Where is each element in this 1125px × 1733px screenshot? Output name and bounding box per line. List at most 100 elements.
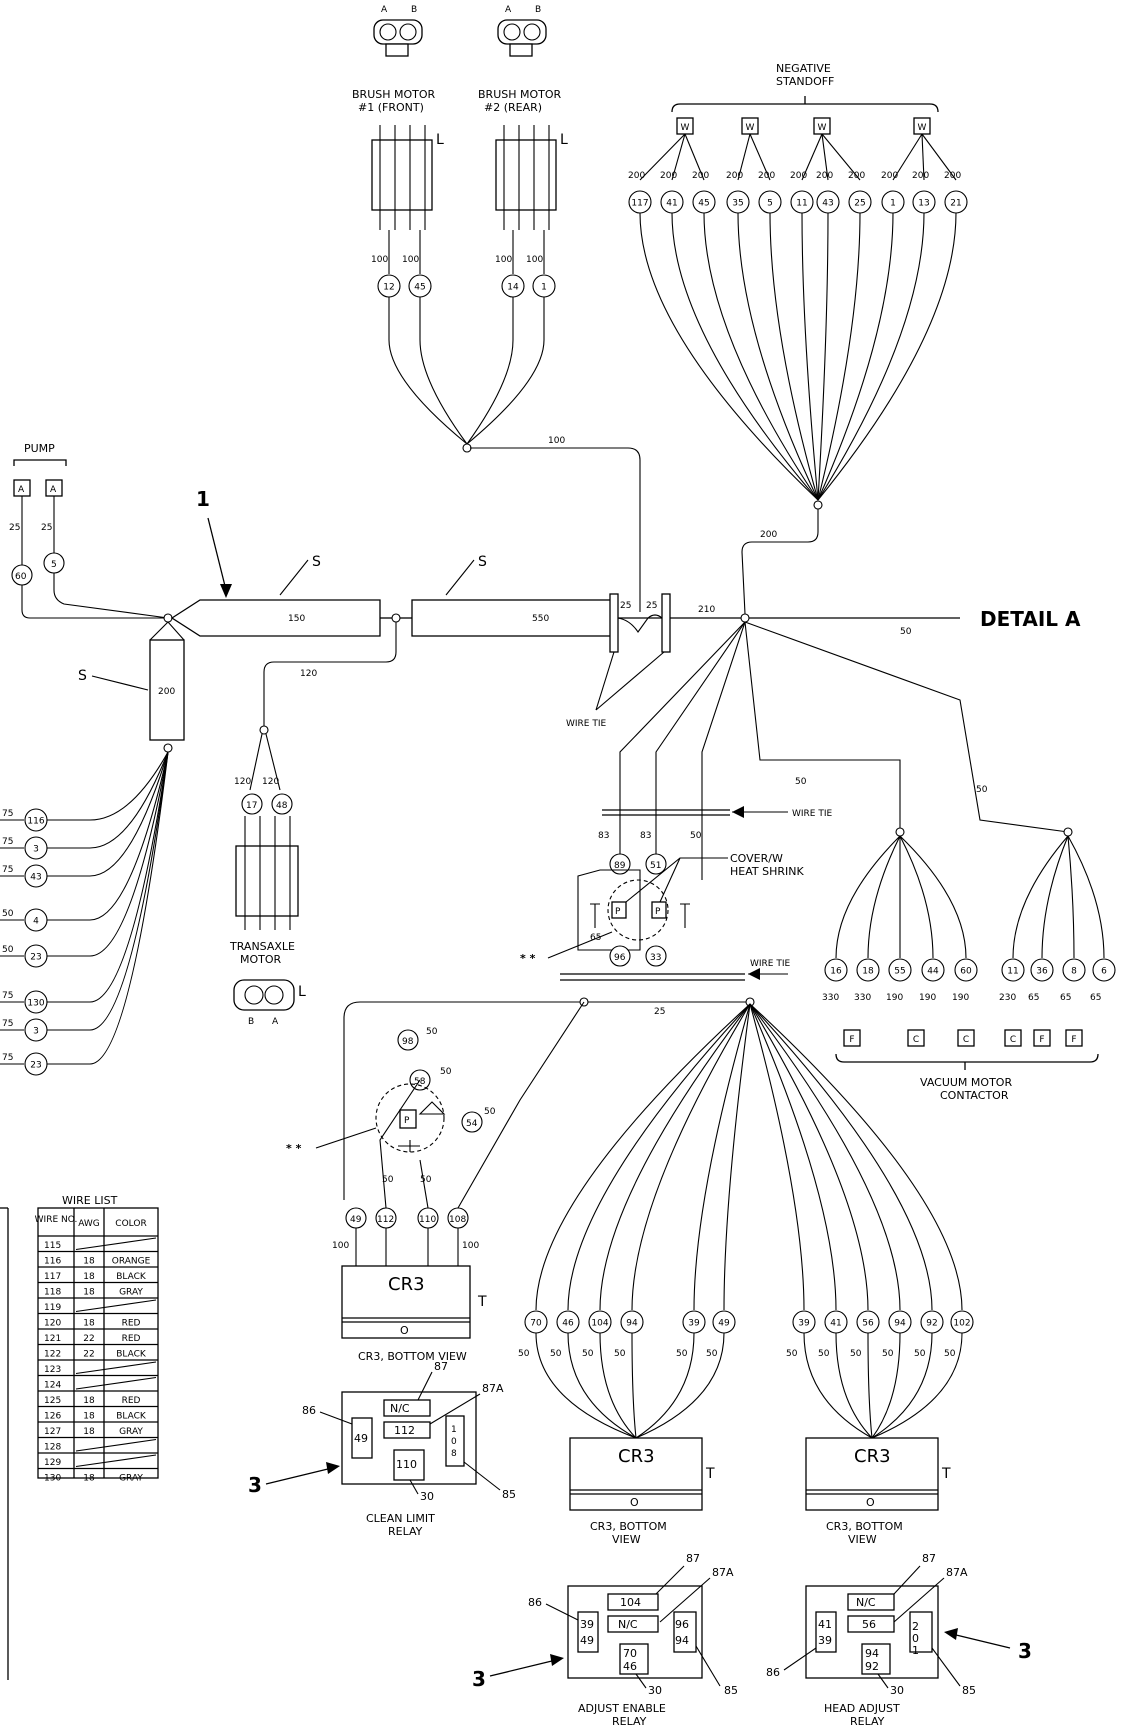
wire-tie-label-3: WIRE TIE: [750, 959, 791, 969]
wire-length: 50: [914, 1349, 926, 1359]
table-cell-awg: 22: [83, 1334, 94, 1344]
svg-text:50: 50: [484, 1107, 496, 1117]
svg-text:94: 94: [865, 1647, 879, 1660]
wire-21-label: 21: [950, 199, 961, 209]
wire-tie-label-2: WIRE TIE: [792, 809, 833, 819]
svg-text:56: 56: [862, 1618, 876, 1631]
wire-length: 65: [1060, 993, 1071, 1003]
wire-length: 200: [726, 171, 743, 181]
wire-8: [1062, 958, 1086, 982]
cr3-b-label: CR3, BOTTOM: [826, 1520, 903, 1533]
svg-text:200: 200: [158, 687, 175, 697]
wire-16-label: 16: [830, 967, 842, 977]
svg-text:L: L: [560, 132, 568, 148]
wire-length: 200: [848, 171, 865, 181]
header-awg: AWG: [78, 1219, 100, 1229]
wire-117-label: 117: [631, 199, 648, 209]
cr3-wire: [749, 1003, 805, 1311]
wire-8-label: 8: [1071, 967, 1077, 977]
wire-39-label: 39: [798, 1319, 810, 1329]
wire-56-label: 56: [862, 1319, 874, 1329]
table-cell-awg: 18: [83, 1474, 95, 1484]
vac-wire: [1012, 835, 1069, 959]
contactor-terminal-label: F: [1071, 1035, 1076, 1045]
svg-text:50: 50: [426, 1027, 438, 1037]
table-cell-color: GRAY: [119, 1474, 143, 1484]
head-adjust-label: HEAD ADJUST: [824, 1702, 900, 1715]
svg-text:P: P: [404, 1116, 410, 1126]
table-empty-slash: [75, 1237, 157, 1251]
callout-3-mid: 3: [472, 1667, 486, 1691]
wire-43-label: 43: [822, 199, 833, 209]
wire-length: 75: [2, 865, 13, 875]
table-empty-slash: [75, 1454, 157, 1468]
svg-text:* *: * *: [520, 952, 536, 965]
table-cell-wire: 127: [44, 1427, 61, 1437]
svg-text:86: 86: [528, 1596, 542, 1609]
svg-text:50: 50: [382, 1175, 394, 1185]
svg-text:50: 50: [900, 627, 912, 637]
wire-tie-label-1: WIRE TIE: [566, 719, 607, 729]
wire-length: 50: [882, 1349, 894, 1359]
wire-3-label: 3: [33, 1027, 39, 1037]
wire-length: 50: [944, 1349, 956, 1359]
svg-text:89: 89: [614, 861, 626, 871]
svg-text:T: T: [941, 1466, 951, 1482]
svg-text:N/C: N/C: [390, 1402, 410, 1415]
transaxle-label: TRANSAXLE: [229, 940, 295, 953]
svg-text:104: 104: [620, 1596, 641, 1609]
wire-23-label: 23: [30, 1061, 41, 1071]
wire-length: 50: [676, 1349, 688, 1359]
contactor-terminal-label: C: [913, 1035, 919, 1045]
wire-44-label: 44: [927, 967, 939, 977]
standoff-lead: [921, 133, 957, 181]
brush-wire: [388, 297, 468, 445]
table-cell-color: BLACK: [116, 1412, 147, 1422]
wire-4-label: 4: [33, 917, 39, 927]
wire-14-label: 14: [507, 283, 519, 293]
svg-text:54: 54: [466, 1119, 478, 1129]
svg-text:A: A: [381, 5, 388, 15]
wire-length: 200: [881, 171, 898, 181]
cr3-lead: [635, 1332, 695, 1439]
table-cell-color: GRAY: [119, 1427, 143, 1437]
svg-text:B: B: [248, 1017, 254, 1027]
svg-text:50: 50: [976, 785, 988, 795]
wire-length: 50: [614, 1349, 626, 1359]
svg-text:120: 120: [262, 777, 279, 787]
wire-length: 190: [919, 993, 936, 1003]
svg-text:120: 120: [234, 777, 251, 787]
table-cell-wire: 125: [44, 1396, 61, 1406]
svg-text:0: 0: [451, 1437, 457, 1447]
contactor-terminal: [1065, 1029, 1083, 1047]
wire-length: 100: [495, 255, 512, 265]
wire-23-label: 23: [30, 953, 41, 963]
wire-60: [954, 958, 978, 982]
svg-text:550: 550: [532, 614, 549, 624]
left-wire: [47, 751, 169, 849]
svg-text:B: B: [535, 5, 541, 15]
svg-text:S: S: [312, 554, 321, 570]
cr3-fan-wires: 7050465010450945039504950395041505650945…: [518, 997, 974, 1439]
svg-text:100: 100: [462, 1241, 479, 1251]
cr3-lead: [631, 1332, 637, 1439]
brush-motor-1-sublabel: #1 (FRONT): [358, 101, 424, 114]
svg-text:25: 25: [9, 523, 20, 533]
svg-text:87A: 87A: [946, 1566, 968, 1579]
wire-length: 100: [371, 255, 388, 265]
svg-text:96: 96: [675, 1618, 689, 1631]
svg-text:110: 110: [419, 1215, 436, 1225]
svg-text:T: T: [705, 1466, 715, 1482]
vac-wire: [1041, 835, 1069, 959]
cr3-b-view: VIEW: [848, 1533, 877, 1546]
wire-1-label: 1: [890, 199, 896, 209]
table-cell-wire: 115: [44, 1241, 61, 1251]
svg-text:CR3: CR3: [854, 1446, 891, 1467]
svg-text:N/C: N/C: [856, 1596, 876, 1609]
negative-wire: [817, 212, 861, 501]
wire-length: 50: [2, 909, 14, 919]
